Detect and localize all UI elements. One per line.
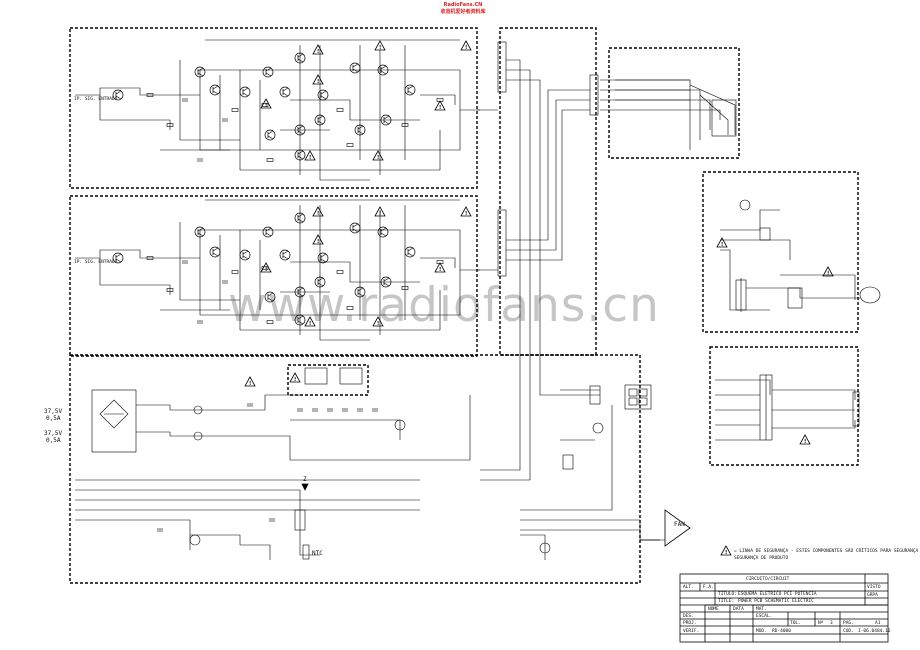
cod-label: COD. (843, 629, 854, 634)
title-label: TITLE: (718, 599, 735, 604)
title-block-frame (679, 573, 889, 643)
data-label: DATA (733, 607, 744, 612)
rev-label: ALT. (683, 585, 694, 590)
logo-line-1: RadioFans.CN (443, 2, 483, 8)
fan-arrow (640, 509, 691, 547)
visto-label: VISTO (867, 585, 881, 590)
supply-current-2: 0,5A (46, 437, 61, 444)
supply-current-1: 0,5A (46, 415, 61, 422)
supply-voltage-2: 37,5V (44, 430, 63, 437)
fa-label: F.A. (703, 585, 714, 590)
input-label-channel-1: IP. SIG. ENTRADA (74, 97, 118, 102)
speaker-output-block (615, 79, 737, 137)
grupo-label: GRPA (867, 593, 878, 598)
safety-note: = LINHA DE SEGURANÇA - ESTES COMPONENTES… (734, 549, 919, 554)
sheet-value: A1 (875, 621, 881, 626)
secondary-transformer-block (715, 374, 860, 441)
watermark: www.radiofans.cn (228, 278, 660, 333)
mod-label: MOD. (756, 629, 767, 634)
input-label-channel-2: IP. SIG. ENTRADA (74, 260, 118, 265)
escala-label: ESCAL. (756, 614, 773, 619)
supply-voltage-1: 37,5V (44, 408, 63, 415)
radiofans-logo: RadioFans.CN 收音机爱好者资料库 (408, 2, 518, 16)
tol-label: TOL. (790, 621, 801, 626)
z-label: Z (303, 476, 307, 483)
mains-transformer-block (720, 199, 881, 312)
titulo-value: ESQUEMA ELETRICO PCI POTENCIA (738, 592, 817, 597)
pag-label: PAG. (843, 621, 854, 626)
fl-value: 3 (830, 621, 833, 626)
title-value: POWER PCB SCHEMATIC ELECTRIC (738, 599, 814, 604)
circuit-label: CIRCUITO/CIRCUIT (746, 577, 790, 582)
verif-label: VERIF. (683, 629, 700, 634)
power-supply-block (75, 367, 652, 560)
titulo-label: TITULO: (718, 592, 737, 597)
proj-label: PROJ. (683, 621, 697, 626)
cod-value: I-06.0484.16 (858, 629, 891, 634)
z-arrow (301, 483, 309, 491)
safety-note-2: SEGURANÇA DE PRODUTO (734, 556, 789, 561)
num-label: Nº (818, 621, 824, 626)
mod-value: RD-4000 (772, 629, 791, 634)
logo-line-2: 收音机爱好者资料库 (440, 9, 486, 15)
nome-label: NOME (708, 607, 719, 612)
channel-1-wiring (75, 39, 480, 181)
channel-2-wiring (75, 199, 480, 341)
des-label: DES. (683, 614, 694, 619)
fan-label: FAN (674, 521, 685, 528)
ntc-label: NTC (312, 550, 323, 557)
mat-label: MAT. (756, 607, 767, 612)
block-outlines (69, 27, 859, 584)
